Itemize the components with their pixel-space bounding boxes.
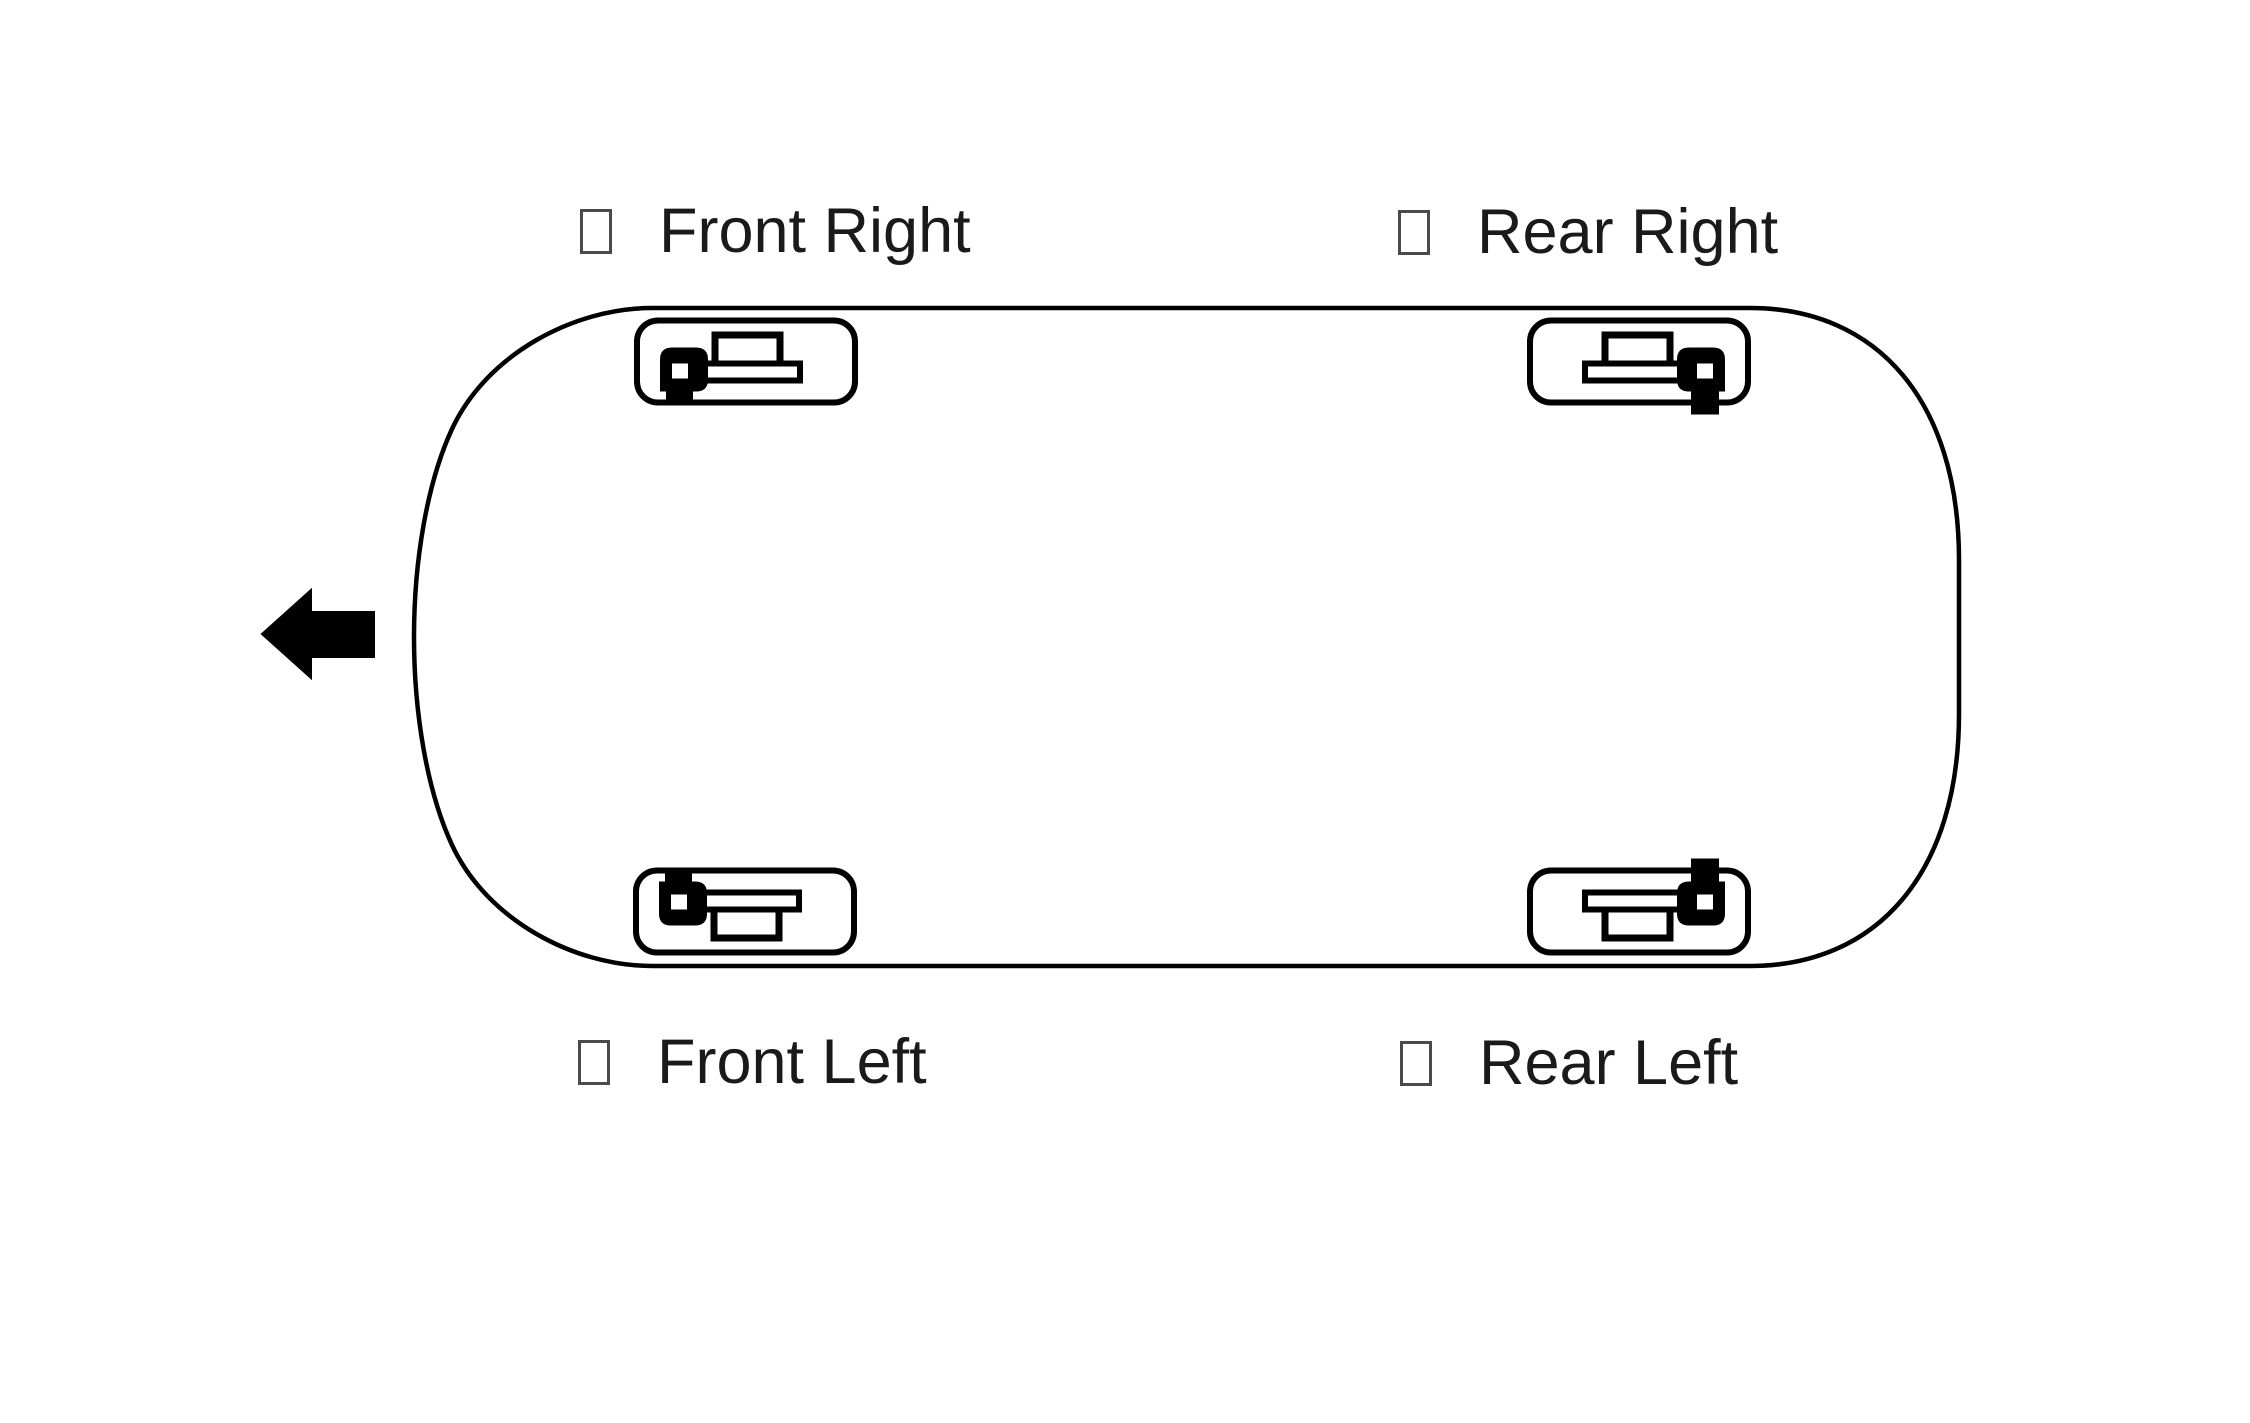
checkbox-placeholder-icon-front-right[interactable] — [580, 209, 612, 254]
label-rear-left-text: Rear Left — [1479, 1028, 1739, 1098]
left-arrow-icon — [260, 587, 375, 681]
label-rear-right: Rear Right — [1398, 201, 1778, 264]
label-rear-left: Rear Left — [1400, 1032, 1738, 1095]
checkbox-placeholder-icon-front-left[interactable] — [578, 1040, 610, 1085]
label-rear-right-text: Rear Right — [1477, 197, 1779, 267]
label-front-right: Front Right — [580, 200, 971, 263]
door-handle-icon-rear-left — [1530, 859, 1748, 953]
label-front-left: Front Left — [578, 1031, 927, 1094]
door-handle-icon-front-right — [637, 321, 855, 403]
label-front-right-text: Front Right — [659, 196, 971, 266]
door-handle-icon-rear-right — [1530, 321, 1748, 415]
checkbox-placeholder-icon-rear-right[interactable] — [1398, 210, 1430, 255]
car-body-outline — [411, 305, 1962, 969]
label-front-left-text: Front Left — [657, 1027, 927, 1097]
door-handle-icon-front-left — [636, 871, 854, 953]
checkbox-placeholder-icon-rear-left[interactable] — [1400, 1041, 1432, 1086]
